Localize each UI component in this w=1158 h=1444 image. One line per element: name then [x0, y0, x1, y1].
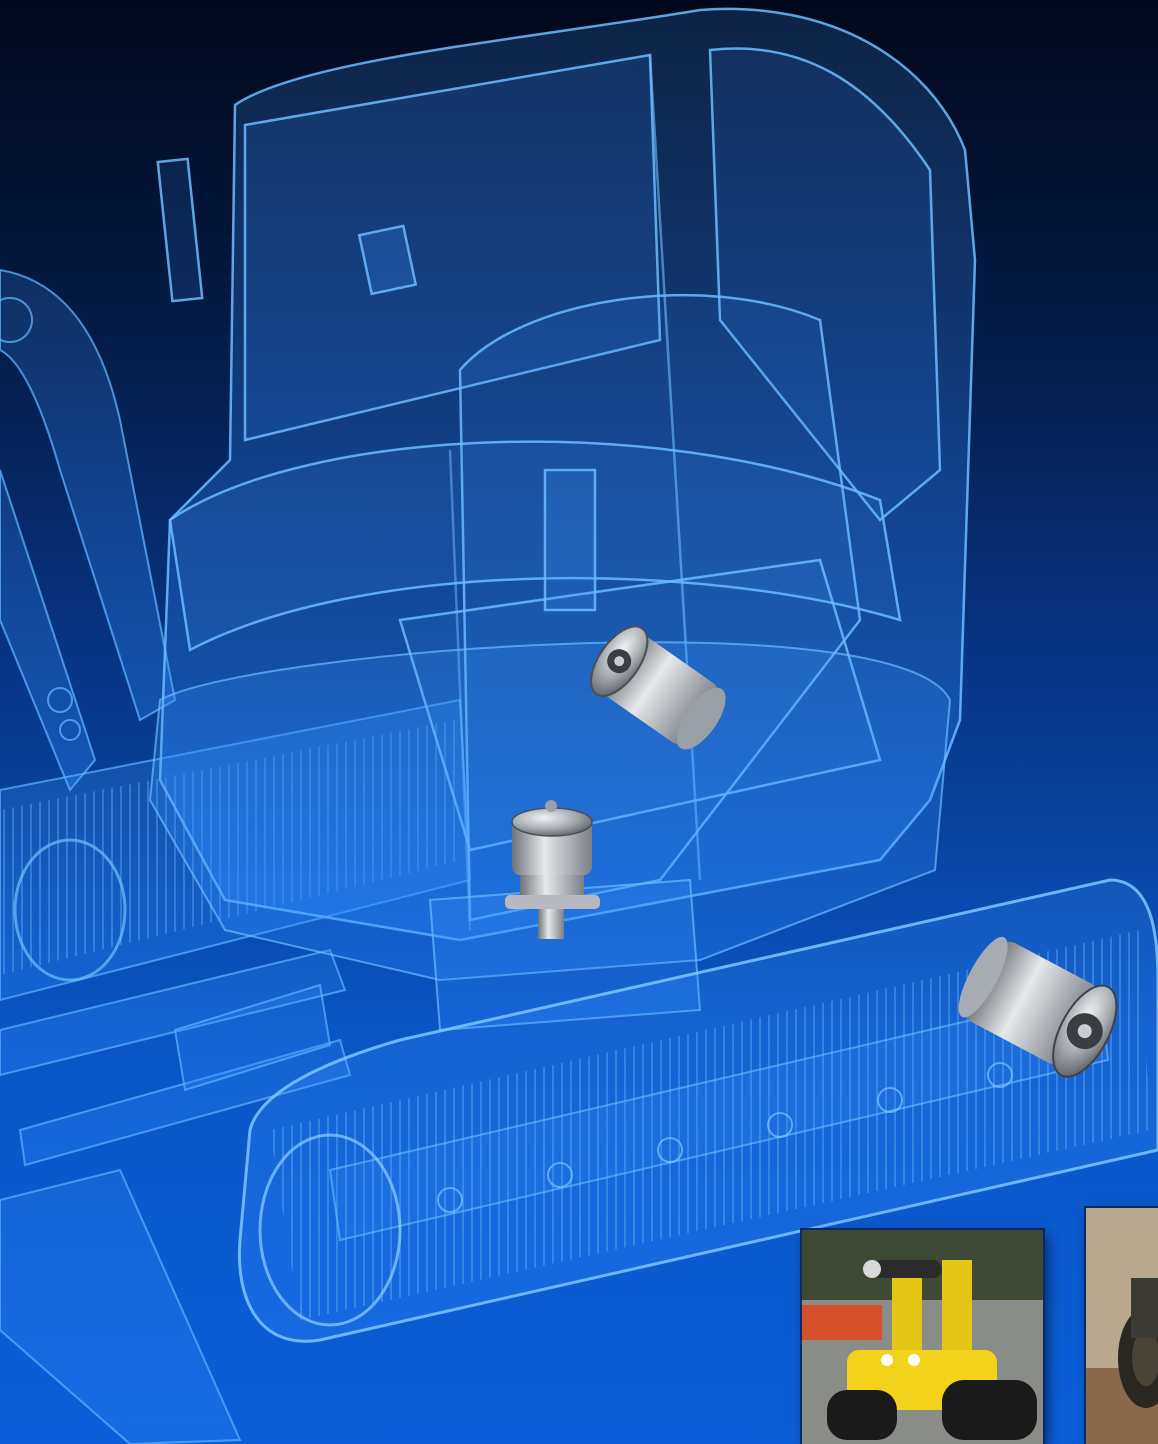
right-track	[237, 878, 1158, 1343]
excavator-arm	[0, 268, 177, 792]
track-drive-component[interactable]	[947, 926, 1129, 1086]
tractor-field-image	[1086, 1208, 1158, 1444]
swing-drive-component[interactable]	[505, 800, 600, 939]
robot-photo	[802, 1230, 1043, 1444]
motor-cab-component[interactable]	[580, 617, 737, 761]
tractor-photo	[1086, 1208, 1158, 1444]
tracked-robot-image	[802, 1230, 1043, 1444]
